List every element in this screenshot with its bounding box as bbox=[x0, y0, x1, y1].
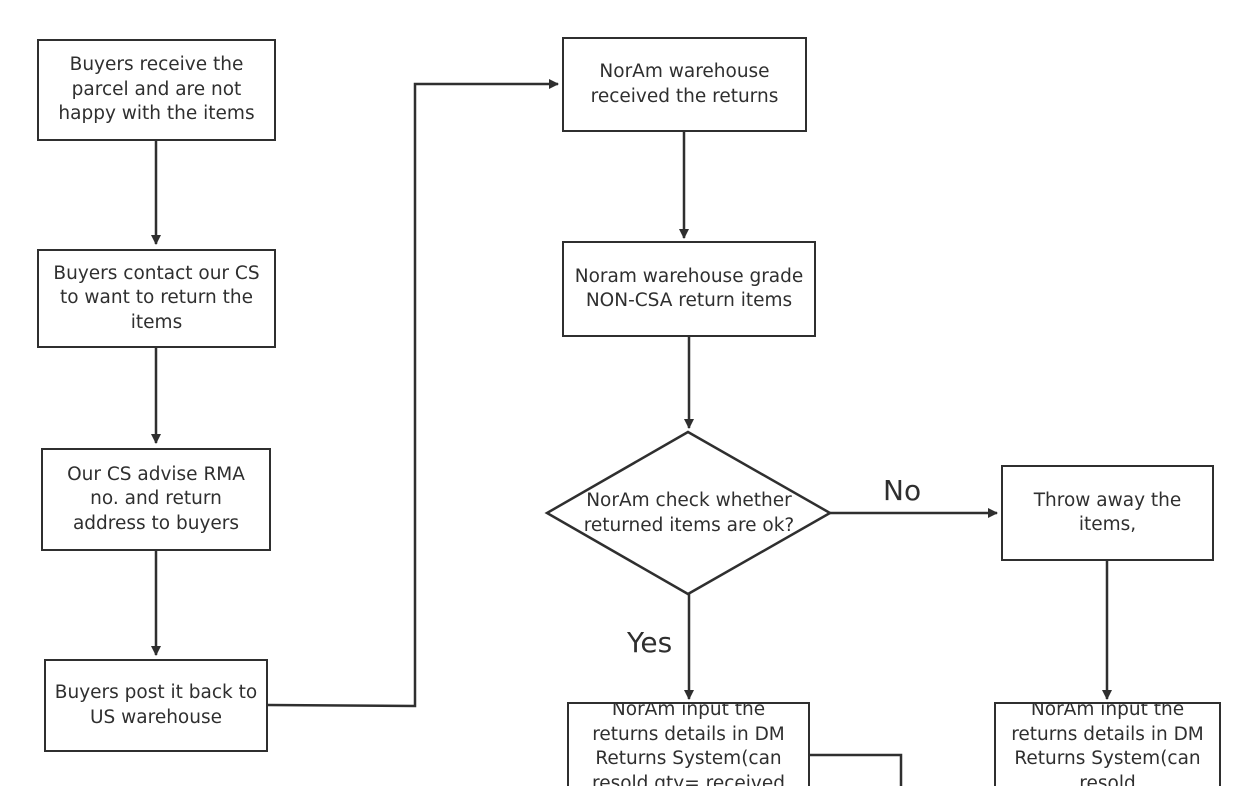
node-buyers-receive-parcel[interactable]: Buyers receive the parcel and are not ha… bbox=[37, 39, 276, 141]
node-cs-advise-rma-text: Our CS advise RMA no. and return address… bbox=[67, 463, 245, 534]
connector-n8-offscreen bbox=[809, 753, 903, 786]
node-buyers-post-back-text: Buyers post it back to US warehouse bbox=[54, 682, 258, 728]
node-noram-grade-returns-text: Noram warehouse grade NON-CSA return ite… bbox=[574, 265, 804, 312]
edge-label-no: No bbox=[883, 474, 922, 507]
node-throw-away-items-text: Throw away the items, bbox=[1033, 489, 1182, 536]
decision-text: NorAm check whether returned items are o… bbox=[583, 490, 795, 536]
node-noram-input-returns-no-text: NorAm input the returns details in DM Re… bbox=[1011, 702, 1204, 786]
node-buyers-contact-cs-text: Buyers contact our CS to want to return … bbox=[53, 262, 260, 333]
connector-n4-n5 bbox=[267, 79, 559, 708]
decision-diamond[interactable] bbox=[544, 430, 833, 596]
edge-label-yes: Yes bbox=[627, 626, 673, 659]
node-noram-received-returns[interactable]: NorAm warehouse received the returns bbox=[562, 37, 807, 132]
node-noram-grade-returns[interactable]: Noram warehouse grade NON-CSA return ite… bbox=[562, 241, 816, 337]
node-buyers-receive-parcel-text: Buyers receive the parcel and are not ha… bbox=[58, 54, 255, 125]
node-buyers-contact-cs[interactable]: Buyers contact our CS to want to return … bbox=[37, 249, 276, 348]
node-throw-away-items[interactable]: Throw away the items, bbox=[1001, 465, 1214, 561]
node-noram-input-returns-yes-text: NorAm input the returns details in DM Re… bbox=[592, 702, 785, 786]
node-noram-received-returns-text: NorAm warehouse received the returns bbox=[590, 61, 779, 107]
node-cs-advise-rma[interactable]: Our CS advise RMA no. and return address… bbox=[41, 448, 271, 551]
node-buyers-post-back[interactable]: Buyers post it back to US warehouse bbox=[44, 659, 268, 752]
node-noram-input-returns-yes[interactable]: NorAm input the returns details in DM Re… bbox=[567, 702, 810, 786]
node-noram-input-returns-no[interactable]: NorAm input the returns details in DM Re… bbox=[994, 702, 1221, 786]
